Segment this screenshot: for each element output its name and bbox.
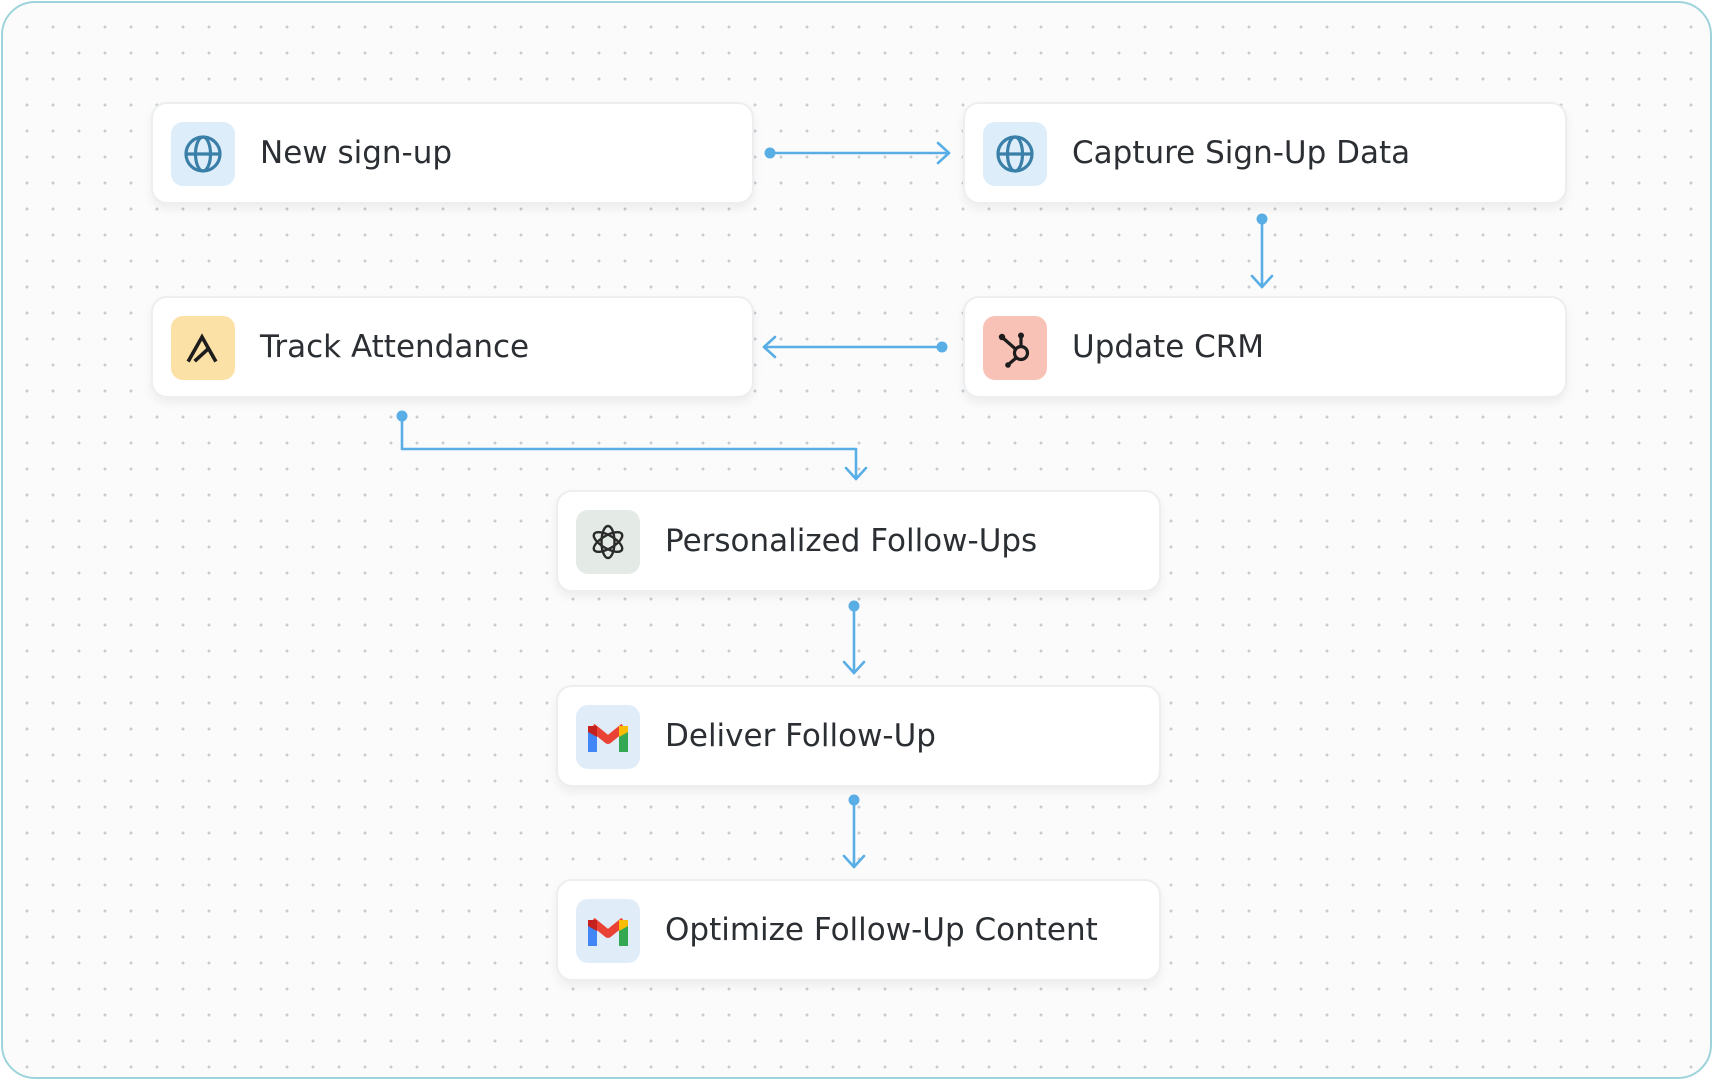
node-label: Update CRM xyxy=(1072,329,1265,365)
node-label: Track Attendance xyxy=(260,329,530,365)
edge-capture-sign-up-data-to-update-crm xyxy=(1250,217,1274,289)
node-label: Capture Sign-Up Data xyxy=(1072,135,1411,171)
node-deliver-follow-up[interactable]: Deliver Follow-Up xyxy=(556,685,1161,787)
node-optimize-follow-up-content[interactable]: Optimize Follow-Up Content xyxy=(556,879,1161,981)
node-personalized-follow-ups[interactable]: Personalized Follow-Ups xyxy=(556,490,1161,592)
edge-start-dot xyxy=(764,147,776,159)
edge-start-dot xyxy=(848,600,860,612)
hubspot-icon xyxy=(983,316,1047,380)
node-label: New sign-up xyxy=(260,135,453,171)
node-update-crm[interactable]: Update CRM xyxy=(963,296,1567,398)
globe-icon xyxy=(171,122,235,186)
gmail-icon xyxy=(576,705,640,769)
edge-update-crm-to-track-attendance xyxy=(762,335,944,359)
edge-personalized-follow-ups-to-deliver-follow-up xyxy=(842,604,866,675)
track-logo-icon xyxy=(171,316,235,380)
edge-start-dot xyxy=(936,341,948,353)
edge-deliver-follow-up-to-optimize-follow-up-content xyxy=(842,798,866,869)
edge-start-dot xyxy=(1256,213,1268,225)
openai-icon xyxy=(576,510,640,574)
edge-new-sign-up-to-capture-sign-up-data xyxy=(768,141,951,165)
gmail-icon xyxy=(576,899,640,963)
globe-icon xyxy=(983,122,1047,186)
node-track-attendance[interactable]: Track Attendance xyxy=(151,296,754,398)
edge-start-dot xyxy=(396,410,408,422)
node-new-sign-up[interactable]: New sign-up xyxy=(151,102,754,204)
node-label: Deliver Follow-Up xyxy=(665,718,936,754)
edge-track-attendance-to-personalized-follow-ups xyxy=(400,414,868,481)
node-label: Optimize Follow-Up Content xyxy=(665,912,1098,948)
node-label: Personalized Follow-Ups xyxy=(665,523,1038,559)
node-capture-sign-up-data[interactable]: Capture Sign-Up Data xyxy=(963,102,1567,204)
edge-start-dot xyxy=(848,794,860,806)
